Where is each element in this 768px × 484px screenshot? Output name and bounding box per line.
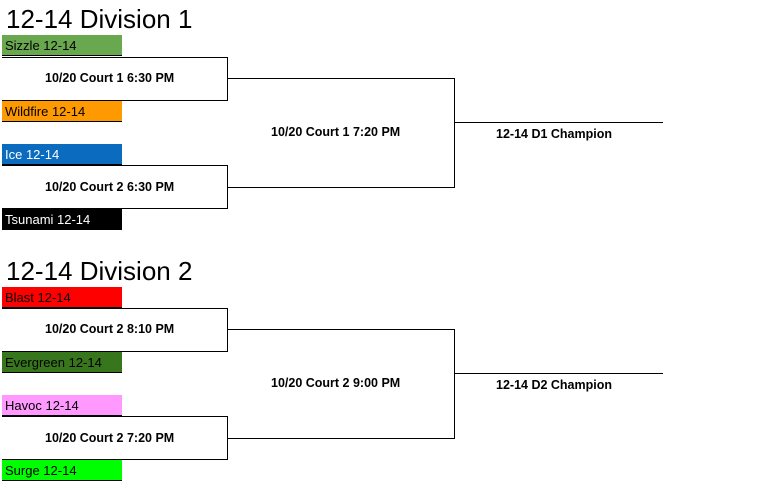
- bracket-line: [227, 308, 228, 352]
- bracket-line: [454, 373, 663, 374]
- bracket-line: [227, 57, 228, 101]
- division-2-title: 12-14 Division 2: [6, 256, 193, 286]
- champion-label: 12-14 D2 Champion: [496, 378, 613, 392]
- team-slot-havoc: Havoc 12-14: [2, 395, 122, 416]
- bracket-line: [2, 416, 228, 417]
- bracket-line: [2, 459, 228, 460]
- game-label-semi1: 10/20 Court 1 6:30 PM: [45, 71, 175, 85]
- bracket-line: [227, 187, 455, 188]
- game-label-final: 10/20 Court 2 9:00 PM: [271, 376, 401, 390]
- bracket-line: [2, 165, 228, 166]
- team-slot-blast: Blast 12-14: [2, 287, 122, 308]
- bracket-line: [2, 57, 228, 58]
- bracket-line: [454, 329, 455, 439]
- game-label-semi1: 10/20 Court 2 8:10 PM: [45, 322, 175, 336]
- bracket-line: [227, 78, 455, 79]
- champion-label: 12-14 D1 Champion: [496, 127, 613, 141]
- bracket-line: [2, 100, 228, 101]
- bracket-line: [2, 208, 228, 209]
- team-slot-surge: Surge 12-14: [2, 460, 122, 481]
- bracket-line: [2, 308, 228, 309]
- bracket-line: [227, 329, 455, 330]
- division-1-title: 12-14 Division 1: [6, 4, 193, 34]
- bracket-line: [227, 438, 455, 439]
- team-slot-sizzle: Sizzle 12-14: [2, 35, 122, 56]
- team-slot-tsunami: Tsunami 12-14: [2, 209, 122, 230]
- bracket-line: [454, 122, 663, 123]
- team-slot-ice: Ice 12-14: [2, 144, 122, 165]
- bracket-line: [2, 351, 228, 352]
- game-label-semi2: 10/20 Court 2 6:30 PM: [45, 180, 175, 194]
- bracket-line: [454, 78, 455, 188]
- team-slot-wildfire: Wildfire 12-14: [2, 101, 122, 122]
- game-label-semi2: 10/20 Court 2 7:20 PM: [45, 431, 175, 445]
- game-label-final: 10/20 Court 1 7:20 PM: [271, 125, 401, 139]
- team-slot-evergreen: Evergreen 12-14: [2, 352, 122, 373]
